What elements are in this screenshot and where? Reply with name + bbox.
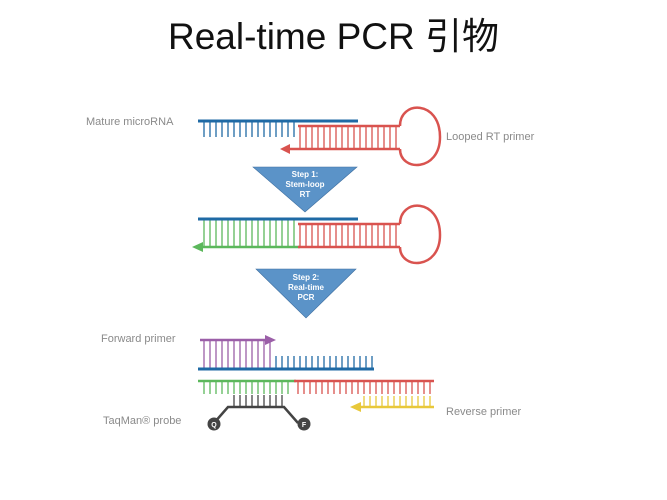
rt-primer-loop-2 <box>398 204 442 265</box>
step1-line3: RT <box>300 190 311 199</box>
step1-line2: Stem-loop <box>285 180 324 189</box>
quencher-circle <box>207 417 221 431</box>
quencher-label: Q <box>211 422 217 429</box>
reverse-primer-label: Reverse primer <box>446 406 522 418</box>
taqman-probe-label: TaqMan® probe <box>103 415 182 427</box>
step2-line1: Step 2: <box>293 273 320 282</box>
fluorophore-circle <box>297 417 311 431</box>
step1-arrow <box>252 166 358 213</box>
cdna-arrowhead <box>192 242 203 252</box>
rt-primer-loop <box>398 106 442 167</box>
forward-primer-label: Forward primer <box>101 333 176 345</box>
step1-line1: Step 1: <box>292 170 319 179</box>
step2-line2: Real-time <box>288 283 325 292</box>
taqman-probe-strand <box>213 405 299 424</box>
page-title: Real-time PCR 引物 <box>168 16 499 57</box>
looped-rt-primer-label: Looped RT primer <box>446 131 535 143</box>
step2-arrow <box>255 268 357 319</box>
rt-primer-arrowhead <box>280 144 290 154</box>
fluorophore-label: F <box>302 422 307 429</box>
step2-line3: PCR <box>298 293 315 302</box>
reverse-primer-arrowhead <box>350 402 361 412</box>
forward-primer-arrowhead <box>265 335 276 345</box>
mature-microrna-label: Mature microRNA <box>86 116 174 128</box>
